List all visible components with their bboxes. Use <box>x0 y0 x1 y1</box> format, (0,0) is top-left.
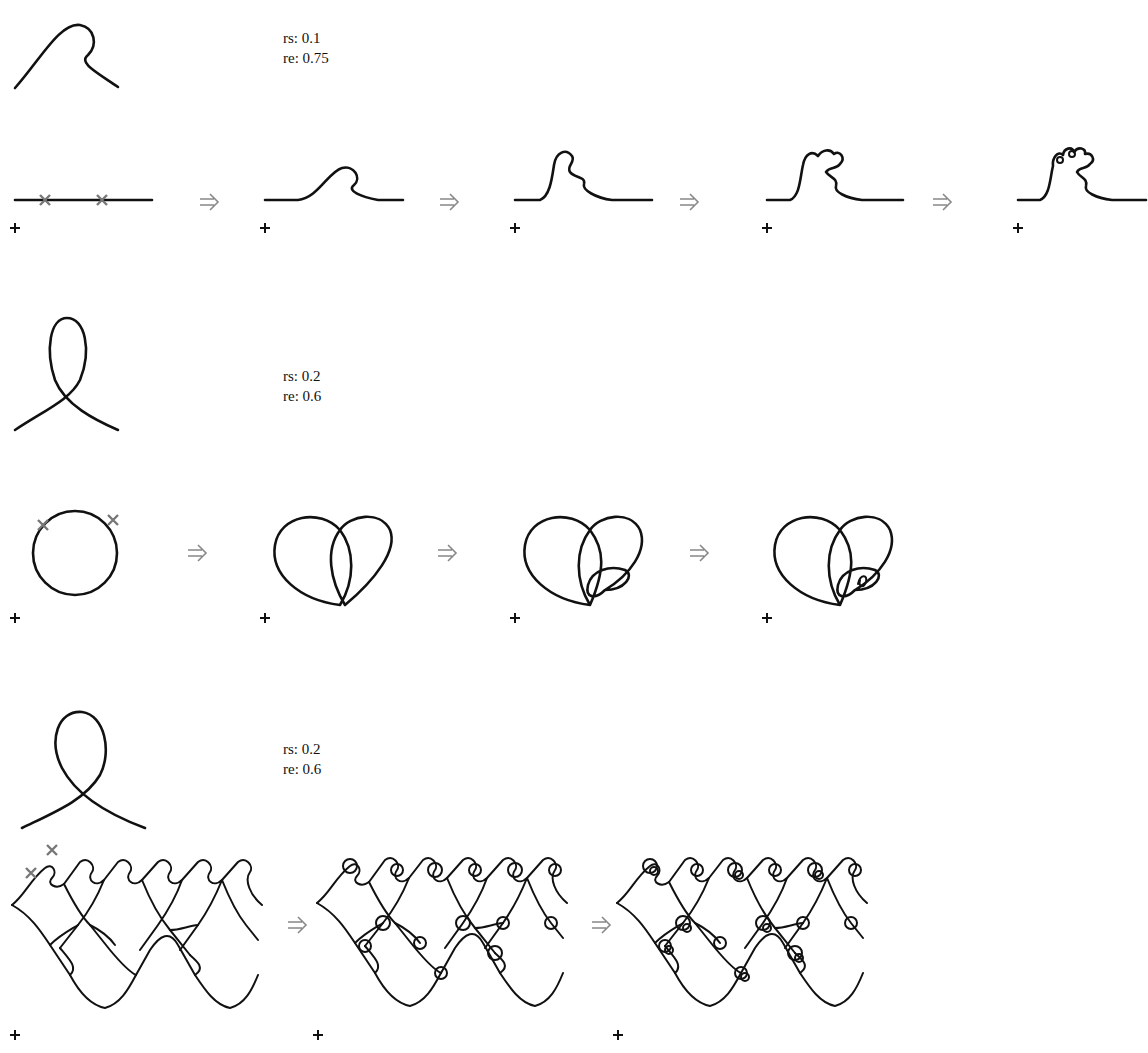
iteration-curve <box>1018 148 1146 200</box>
parameter-label: rs: 0.2 <box>283 740 321 759</box>
iteration-curve <box>515 152 652 200</box>
iteration-curve <box>774 517 891 605</box>
iteration-curve <box>274 517 391 605</box>
parameter-label: rs: 0.2 <box>283 367 321 386</box>
motif-curve <box>15 25 118 88</box>
segment-marks <box>26 845 57 878</box>
iteration-curve <box>524 517 641 605</box>
initial-segment <box>15 199 152 202</box>
iteration-curve <box>265 168 403 200</box>
motif-curve <box>22 712 145 828</box>
iteration-curve <box>767 150 903 200</box>
segment-marks <box>38 515 118 530</box>
small-loop <box>858 576 866 586</box>
parameter-label: re: 0.75 <box>283 49 329 68</box>
parameter-label: rs: 0.1 <box>283 29 321 48</box>
parameter-label: re: 0.6 <box>283 387 321 406</box>
segment-marks <box>40 195 107 205</box>
parameter-label: re: 0.6 <box>283 760 321 779</box>
initial-circle <box>33 511 117 595</box>
motif-curve <box>15 318 118 430</box>
